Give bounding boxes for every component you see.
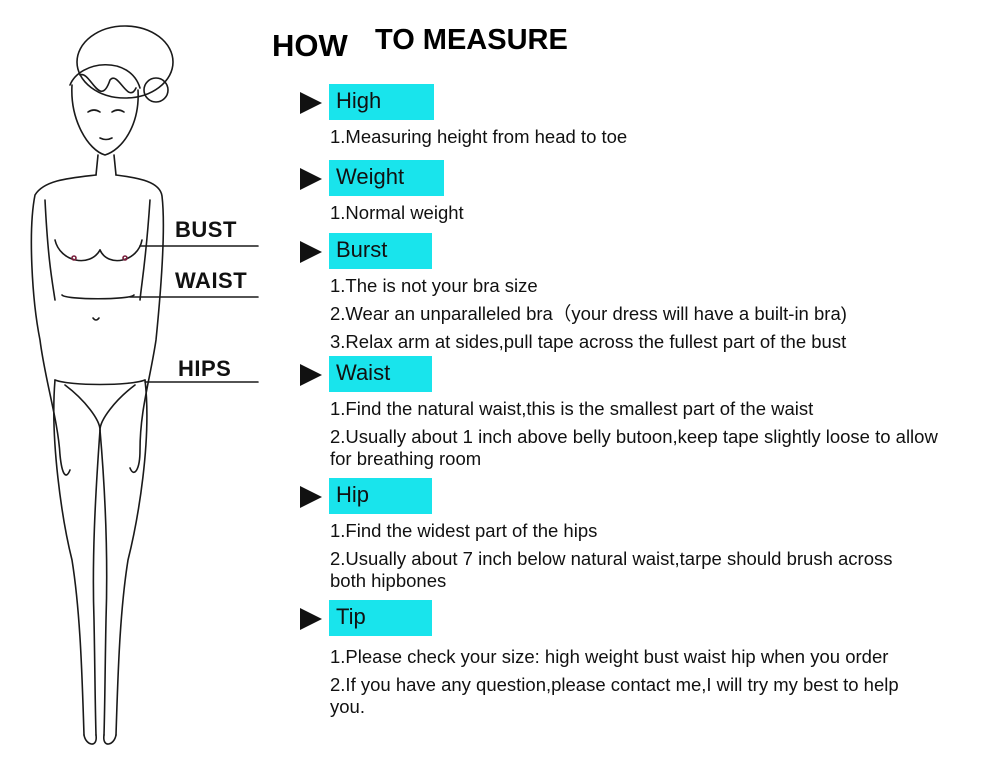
list-item: 1.Find the widest part of the hips [330, 520, 598, 541]
section-waist: Waist 1.Find the natural waist,this is t… [300, 356, 990, 476]
section-label: Hip [329, 478, 432, 514]
list-item: 1.Find the natural waist,this is the sma… [330, 398, 814, 419]
list-item: 2.Usually about 7 inch below natural wai… [330, 548, 893, 591]
list-item: 3.Relax arm at sides,pull tape across th… [330, 331, 847, 352]
list-item: 1.Measuring height from head to toe [330, 126, 628, 147]
section-header: Tip [300, 600, 990, 636]
section-header: Weight [300, 160, 990, 196]
list-item: 1.The is not your bra size [330, 275, 538, 296]
title-word-to-measure: TO MEASURE [375, 24, 568, 56]
play-arrow-icon [300, 241, 322, 263]
section-label: Burst [329, 233, 432, 269]
section-weight: Weight 1.Normal weight [300, 160, 990, 230]
play-arrow-icon [300, 92, 322, 114]
list-item: 2.Usually about 1 inch above belly butoo… [330, 426, 938, 469]
bust-label: BUST [175, 217, 237, 242]
play-arrow-icon [300, 608, 322, 630]
section-items: 1.The is not your bra size 2.Wear an unp… [330, 275, 990, 353]
play-arrow-icon [300, 364, 322, 386]
list-item: 1.Normal weight [330, 202, 464, 223]
body-figure-illustration: BUST WAIST HIPS [0, 0, 270, 760]
section-hip: Hip 1.Find the widest part of the hips 2… [300, 478, 990, 598]
section-label: Weight [329, 160, 444, 196]
waist-label: WAIST [175, 268, 248, 293]
section-label: Tip [329, 600, 432, 636]
section-header: High [300, 84, 990, 120]
play-arrow-icon [300, 486, 322, 508]
list-item: 1.Please check your size: high weight bu… [330, 646, 889, 667]
section-items: 1.Normal weight [330, 202, 990, 224]
section-tip: Tip 1.Please check your size: high weigh… [300, 600, 990, 724]
section-high: High 1.Measuring height from head to toe [300, 84, 990, 154]
section-label: High [329, 84, 434, 120]
section-items: 1.Please check your size: high weight bu… [330, 646, 990, 718]
section-header: Burst [300, 233, 990, 269]
title-word-how: HOW [272, 28, 348, 63]
section-label: Waist [329, 356, 432, 392]
list-item: 2.If you have any question,please contac… [330, 674, 899, 717]
woman-figure-icon [30, 25, 259, 745]
section-items: 1.Find the widest part of the hips 2.Usu… [330, 520, 990, 592]
list-item: 2.Wear an unparalleled bra（your dress wi… [330, 303, 847, 324]
section-items: 1.Measuring height from head to toe [330, 126, 990, 148]
section-header: Hip [300, 478, 990, 514]
play-arrow-icon [300, 168, 322, 190]
section-items: 1.Find the natural waist,this is the sma… [330, 398, 990, 470]
section-header: Waist [300, 356, 990, 392]
hips-label: HIPS [178, 356, 232, 381]
section-burst: Burst 1.The is not your bra size 2.Wear … [300, 233, 990, 359]
